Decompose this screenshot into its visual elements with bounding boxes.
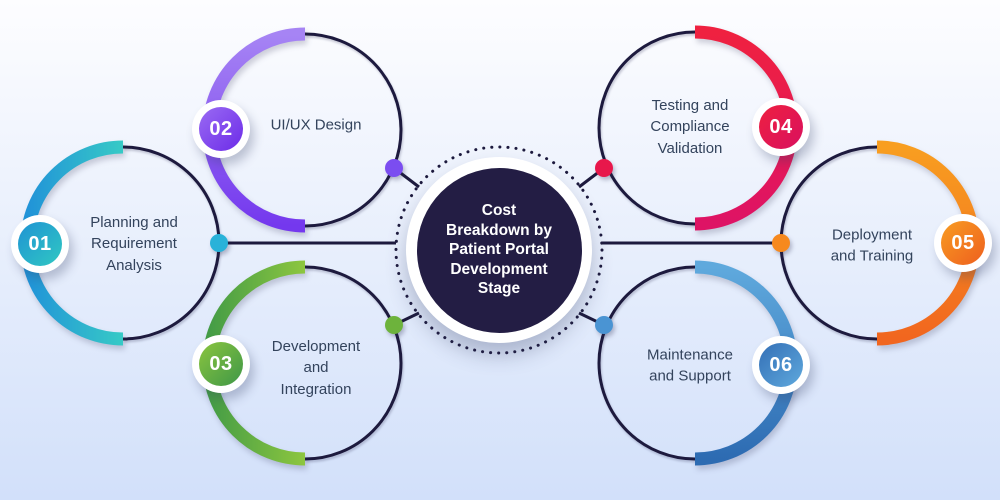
stage-number-06: 06	[759, 343, 803, 387]
stage-03-ring	[304, 265, 403, 461]
stage-04-ring	[597, 30, 696, 226]
hub-title: Cost Breakdown by Patient Portal Develop…	[446, 202, 552, 298]
hub: Cost Breakdown by Patient Portal Develop…	[406, 157, 592, 343]
stage-number-02: 02	[199, 107, 243, 151]
stage-number-05: 05	[941, 221, 985, 265]
stage-badge-06: 06	[752, 336, 810, 394]
connector-dot-04	[595, 159, 613, 177]
stage-06-ring	[597, 265, 696, 461]
stage-badge-05: 05	[934, 214, 992, 272]
stage-label-03: Development and Integration	[271, 338, 361, 398]
stage-badge-01: 01	[11, 215, 69, 273]
stage-number-01: 01	[18, 222, 62, 266]
connector-dot-01	[210, 234, 228, 252]
stage-badge-04: 04	[752, 98, 810, 156]
stage-badge-03: 03	[192, 335, 250, 393]
connector-dot-05	[772, 234, 790, 252]
stage-label-04: Testing and Compliance Validation	[650, 97, 730, 157]
stage-label-05: Deployment and Training	[830, 226, 914, 265]
hub-circle: Cost Breakdown by Patient Portal Develop…	[416, 167, 582, 333]
stage-label-01: Planning and Requirement Analysis	[90, 214, 178, 274]
connector-dot-03	[385, 316, 403, 334]
connector-dot-02	[385, 159, 403, 177]
stage-label-02: UI/UX Design	[270, 116, 362, 134]
stage-label-06: Maintenance and Support	[647, 346, 733, 385]
stage-number-03: 03	[199, 342, 243, 386]
stage-02-ring	[304, 32, 403, 228]
stage-badge-02: 02	[192, 100, 250, 158]
stage-number-04: 04	[759, 105, 803, 149]
hub-dotted-ring	[394, 145, 604, 355]
connector-dot-06	[595, 316, 613, 334]
